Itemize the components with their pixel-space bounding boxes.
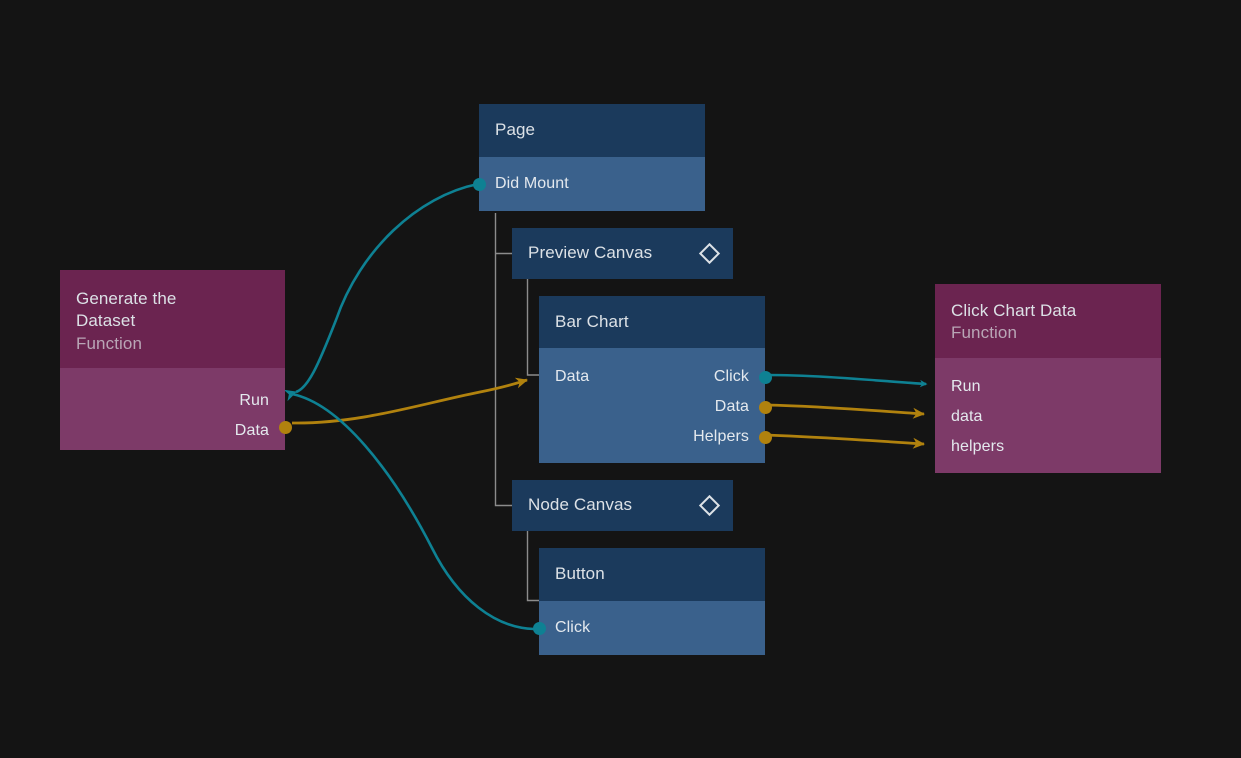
- port-click-chart-data-run[interactable]: Run: [951, 372, 1145, 402]
- node-button-title: Button: [555, 564, 605, 584]
- wire-barchartdata-to-data: [765, 403, 925, 419]
- node-preview-canvas-title: Preview Canvas: [528, 243, 653, 263]
- node-bar-chart[interactable]: Bar Chart Data Click Data Helpers: [539, 296, 772, 463]
- port-generate-dataset-data-label: Data: [234, 422, 269, 439]
- node-generate-dataset-title: Generate the Dataset: [76, 289, 177, 331]
- port-button-click[interactable]: Click: [555, 601, 749, 655]
- node-bar-chart-title: Bar Chart: [555, 311, 629, 331]
- wire-run-to-button-click: [291, 392, 535, 631]
- node-generate-dataset[interactable]: Generate the Dataset Function Run Data: [60, 270, 292, 450]
- node-click-chart-data-body[interactable]: Run data helpers: [935, 358, 1161, 473]
- node-page-body[interactable]: Did Mount: [472, 157, 705, 211]
- node-generate-dataset-body[interactable]: Run Data: [60, 368, 292, 450]
- diamond-icon: [698, 494, 721, 517]
- port-click-chart-data-data[interactable]: data: [951, 402, 1145, 432]
- port-click-chart-data-helpers[interactable]: helpers: [951, 432, 1145, 462]
- node-generate-dataset-header[interactable]: Generate the Dataset Function: [60, 270, 285, 368]
- port-dot-button-click[interactable]: [532, 621, 546, 635]
- node-bar-chart-body[interactable]: Data Click Data Helpers: [539, 348, 772, 463]
- port-dot-bar-chart-data[interactable]: [758, 400, 772, 414]
- port-generate-dataset-run-label: Run: [239, 392, 269, 409]
- port-generate-dataset-data[interactable]: Data: [76, 416, 269, 446]
- wire-click-to-run: [765, 373, 928, 388]
- node-button[interactable]: Button Click: [532, 548, 765, 655]
- port-generate-dataset-run[interactable]: Run: [76, 386, 269, 416]
- port-bar-chart-data-out-label: Data: [714, 398, 749, 415]
- node-page-title: Page: [495, 120, 536, 140]
- node-preview-canvas[interactable]: Preview Canvas: [512, 228, 733, 279]
- port-bar-chart-click-out[interactable]: Click: [555, 362, 749, 392]
- port-bar-chart-helpers-out-label: Helpers: [693, 428, 749, 445]
- node-page[interactable]: Page Did Mount: [472, 104, 705, 211]
- port-bar-chart-helpers-out[interactable]: Helpers: [555, 422, 749, 452]
- node-page-header[interactable]: Page: [479, 104, 705, 157]
- node-click-chart-data-title: Click Chart Data: [951, 301, 1077, 320]
- port-dot-did-mount[interactable]: [472, 177, 486, 191]
- port-bar-chart-click-out-label: Click: [713, 368, 749, 385]
- port-bar-chart-data-out[interactable]: Data: [555, 392, 749, 422]
- node-button-body[interactable]: Click: [532, 601, 765, 655]
- node-button-header[interactable]: Button: [539, 548, 765, 601]
- port-click-chart-data-run-label: Run: [951, 378, 981, 395]
- node-click-chart-data-header[interactable]: Click Chart Data Function: [935, 284, 1161, 358]
- node-generate-dataset-subtitle: Function: [76, 333, 143, 353]
- diamond-icon: [698, 242, 721, 265]
- node-click-chart-data[interactable]: Click Chart Data Function Run data helpe…: [935, 284, 1161, 473]
- port-bar-chart-data-in-label: Data: [555, 368, 590, 385]
- node-preview-canvas-header[interactable]: Preview Canvas: [512, 228, 733, 279]
- port-page-did-mount[interactable]: Did Mount: [495, 157, 689, 211]
- wire-data-to-barchart: [291, 377, 528, 425]
- port-dot-generate-dataset-data[interactable]: [278, 420, 292, 434]
- port-click-chart-data-helpers-label: helpers: [951, 438, 1005, 455]
- port-dot-bar-chart-click[interactable]: [758, 370, 772, 384]
- wire-helpers-to-helpers: [765, 433, 925, 449]
- node-node-canvas[interactable]: Node Canvas: [512, 480, 733, 531]
- node-node-canvas-header[interactable]: Node Canvas: [512, 480, 733, 531]
- node-click-chart-data-subtitle: Function: [951, 323, 1018, 343]
- port-click-chart-data-data-label: data: [951, 408, 983, 425]
- port-page-did-mount-label: Did Mount: [495, 175, 569, 192]
- node-node-canvas-title: Node Canvas: [528, 495, 633, 515]
- port-dot-bar-chart-helpers[interactable]: [758, 430, 772, 444]
- node-bar-chart-header[interactable]: Bar Chart: [539, 296, 765, 348]
- port-bar-chart-data-in[interactable]: Data: [555, 362, 749, 392]
- port-button-click-label: Click: [555, 619, 591, 636]
- wire-didmount-to-run: [283, 182, 479, 402]
